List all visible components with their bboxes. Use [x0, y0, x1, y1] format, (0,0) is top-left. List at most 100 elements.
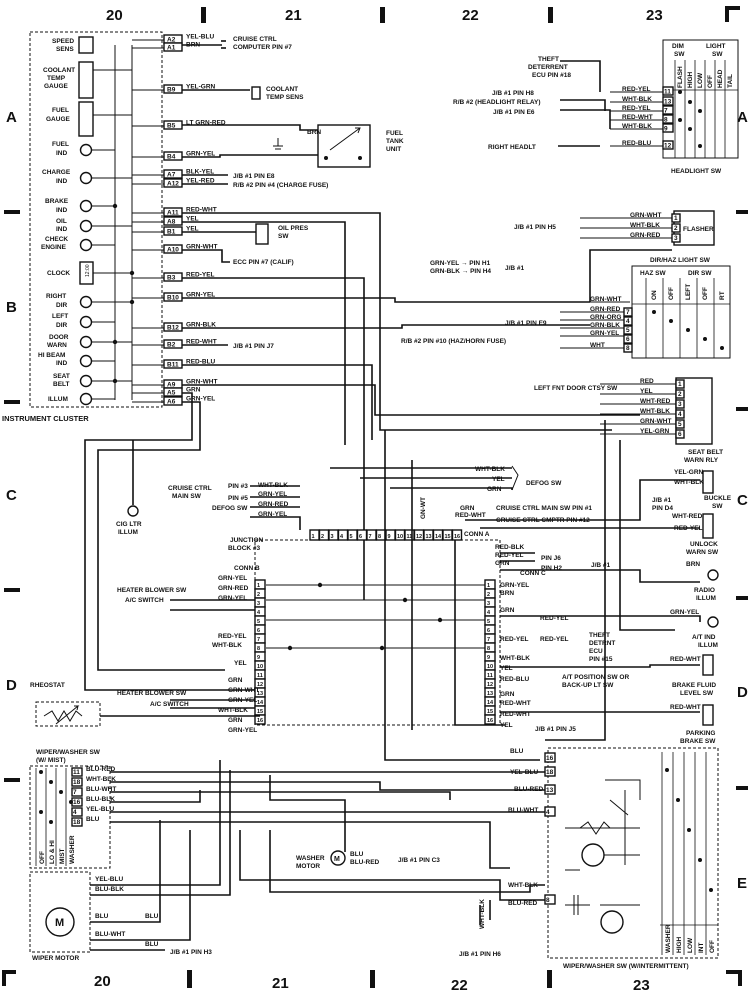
splice-dot	[317, 582, 323, 588]
headlight-pin	[662, 105, 674, 115]
relay-contact-icon	[609, 799, 629, 816]
headlight-col-label: FLASH	[677, 66, 684, 88]
capacitor-icon	[573, 895, 579, 915]
dir-haz-pin-number: 5	[626, 327, 630, 334]
int-col-label: LOW	[687, 937, 694, 953]
radio-illum-bulb-icon	[707, 569, 719, 581]
grid-col-22-bottom: 22	[451, 977, 468, 994]
instrument-cluster: INSTRUMENT CLUSTER SPEED SENS COOLANT TE…	[2, 31, 163, 423]
grid-tick	[187, 970, 192, 988]
jb3-bus	[266, 584, 485, 649]
mist-col-label: OFF	[39, 851, 46, 864]
jb3-title: JUNCTION	[230, 537, 264, 544]
dir-haz-frame	[631, 265, 731, 359]
cruise-main-label-2: MAIN SW	[172, 493, 202, 500]
cluster-wire-label: YEL	[186, 216, 199, 223]
dir-haz-col-label: ON	[651, 290, 658, 300]
wm-wire-1: YEL-BLU	[95, 876, 123, 883]
flasher-wire-label: WHT-BLK	[630, 222, 660, 229]
conn-c-pin-number: 5	[487, 619, 490, 625]
at-title: A/T IND	[692, 634, 716, 641]
fuel-tank-terminal	[358, 156, 362, 160]
grid-col-22: 22	[462, 7, 479, 24]
brake-fluid-title-2: LEVEL SW	[680, 690, 714, 697]
grid-row-d: D	[6, 677, 17, 694]
dir-haz-wire-label: GRN-BLK	[590, 322, 620, 329]
washer-dest: J/B #1 PIN C3	[398, 857, 440, 864]
seat-belt-wire-label: YEL	[640, 388, 653, 395]
wht-blk-c: WHT-BLK	[500, 655, 530, 662]
wiper-mist-frame	[29, 765, 111, 869]
headlight-pin-number: 11	[664, 89, 671, 96]
headlight-wire-label: RED-YEL	[622, 105, 651, 112]
cluster-pin-label: A9	[167, 382, 176, 389]
fuel-tank-label-3: UNIT	[386, 146, 401, 153]
at-title-2: ILLUM	[698, 642, 718, 649]
door-ctsy-dest: LEFT FNT DOOR CTSY SW	[534, 385, 618, 392]
dim-sw-header: DIM	[672, 43, 684, 50]
light-sw-header-2: SW	[712, 51, 723, 58]
mist-pin	[71, 817, 83, 827]
headlight-pin-number: 12	[664, 143, 672, 150]
door-warn-label: DOOR	[49, 334, 69, 341]
fuel-ind-label-2: IND	[56, 150, 68, 157]
wire	[500, 664, 700, 668]
conn-b-pin-number: 5	[257, 619, 260, 625]
pin-j6: PIN J6	[541, 555, 561, 562]
defog-wht-blk: WHT-BLK	[475, 466, 505, 473]
wire	[182, 384, 640, 416]
washer-wire-1: BLU	[350, 851, 364, 858]
splice-dot	[129, 270, 135, 276]
switch-contact	[652, 310, 656, 314]
cluster-pin	[163, 169, 183, 179]
unlock-title-2: WARN SW	[686, 549, 719, 556]
wire	[182, 124, 318, 131]
flasher-pin-number: 1	[674, 215, 678, 222]
pin5-label: PIN #5	[228, 495, 248, 502]
conn-c-pin-number: 15	[487, 709, 493, 715]
at-wire: GRN-YEL	[670, 609, 699, 616]
rb2-headlight-dest: R/B #2 (HEADLIGHT RELAY)	[453, 99, 541, 106]
seat-belt-pin-number: 4	[678, 411, 682, 418]
conn-c-pin-number: 16	[487, 718, 493, 724]
speed-sens-label-2: SENS	[56, 46, 74, 53]
washer-wire-2: BLU-RED	[350, 859, 380, 866]
unlock-title: UNLOCK	[690, 541, 718, 548]
cluster-pin	[163, 396, 183, 406]
headlight-col-label: OFF	[707, 75, 714, 88]
wire	[384, 430, 540, 761]
cluster-pin-label: B4	[167, 154, 176, 161]
jb-grn: GRN	[228, 717, 243, 724]
int-pin	[544, 752, 556, 763]
jb3-outline	[254, 539, 501, 726]
switch-contact	[678, 90, 682, 94]
brake-fluid-wire: RED-WHT	[670, 656, 701, 663]
conn-b-label: CONN B	[234, 565, 260, 572]
red-yel-c: RED-YEL	[495, 552, 524, 559]
parking-brake-title-2: BRAKE SW	[680, 738, 716, 745]
grid-tick	[4, 400, 20, 404]
conn-a-pin-number: 12	[416, 534, 422, 540]
mist-wire-label: BLU-WHT	[86, 786, 116, 793]
conn-b-pin-number: 15	[257, 709, 263, 715]
grid-col-21-bottom: 21	[272, 975, 289, 992]
theft-ecu-c4: PIN #15	[589, 656, 613, 663]
at-ind-bulb-icon	[707, 616, 719, 628]
conn-a-pin-number: 7	[369, 534, 372, 540]
grid-tick	[736, 407, 748, 411]
dir-haz-wire-label: GRN-YEL	[590, 330, 619, 337]
cluster-pin	[163, 178, 183, 188]
conn-b-pin-number: 1	[257, 583, 260, 589]
cruise-wires	[250, 485, 301, 530]
seat-belt-pin-number: 5	[678, 421, 682, 428]
mist-col-label: WASHER	[69, 835, 76, 864]
oil-ind-label: OIL	[56, 218, 67, 225]
grid-tick	[736, 786, 748, 790]
grn-wire-a: GRN	[460, 505, 475, 512]
mist-pin	[71, 787, 83, 797]
conn-a-pin-number: 10	[397, 534, 403, 540]
